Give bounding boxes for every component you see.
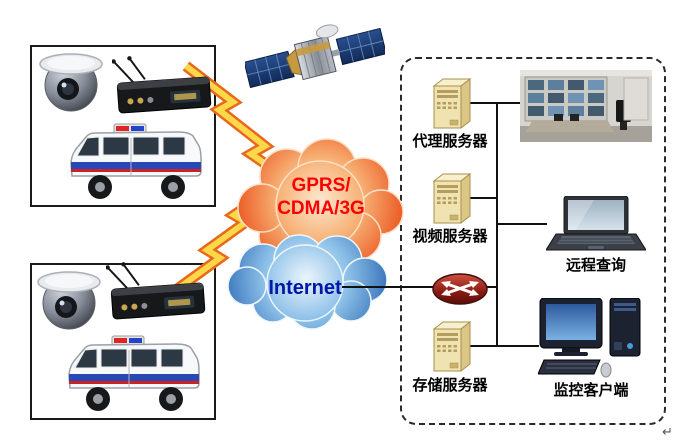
desktop-computer-icon xyxy=(538,298,641,378)
control-room-photo xyxy=(520,70,652,142)
dome-camera-icon xyxy=(37,271,101,330)
router-icon xyxy=(432,273,488,305)
dvr-unit-icon xyxy=(112,56,212,114)
gprs-cloud-label: GPRS/ CDMA/3G xyxy=(251,174,391,220)
gprs-label-line1: GPRS/ xyxy=(291,175,351,196)
video-server-label: 视频服务器 xyxy=(412,228,488,245)
remote-query-label: 远程查询 xyxy=(565,257,626,274)
gprs-label-line2: CDMA/3G xyxy=(277,198,365,219)
internet-cloud xyxy=(227,234,388,330)
dvr-unit-icon xyxy=(106,262,206,320)
server-area-boundary xyxy=(400,57,666,425)
server-tower-icon xyxy=(432,320,472,373)
proxy-server-label: 代理服务器 xyxy=(412,133,488,150)
server-tower-icon xyxy=(432,172,472,225)
storage-server-label: 存储服务器 xyxy=(412,377,488,394)
monitor-client-label: 监控客户端 xyxy=(553,382,629,399)
server-tower-icon xyxy=(432,77,472,130)
dome-camera-icon xyxy=(39,53,103,112)
return-mark: ↵ xyxy=(662,424,673,439)
internet-cloud-label: Internet xyxy=(268,277,342,299)
lightning-bolt-top xyxy=(182,61,293,185)
satellite-icon xyxy=(245,24,385,89)
police-van-icon xyxy=(68,335,200,411)
laptop-icon xyxy=(546,196,646,251)
police-van-icon xyxy=(70,123,202,199)
